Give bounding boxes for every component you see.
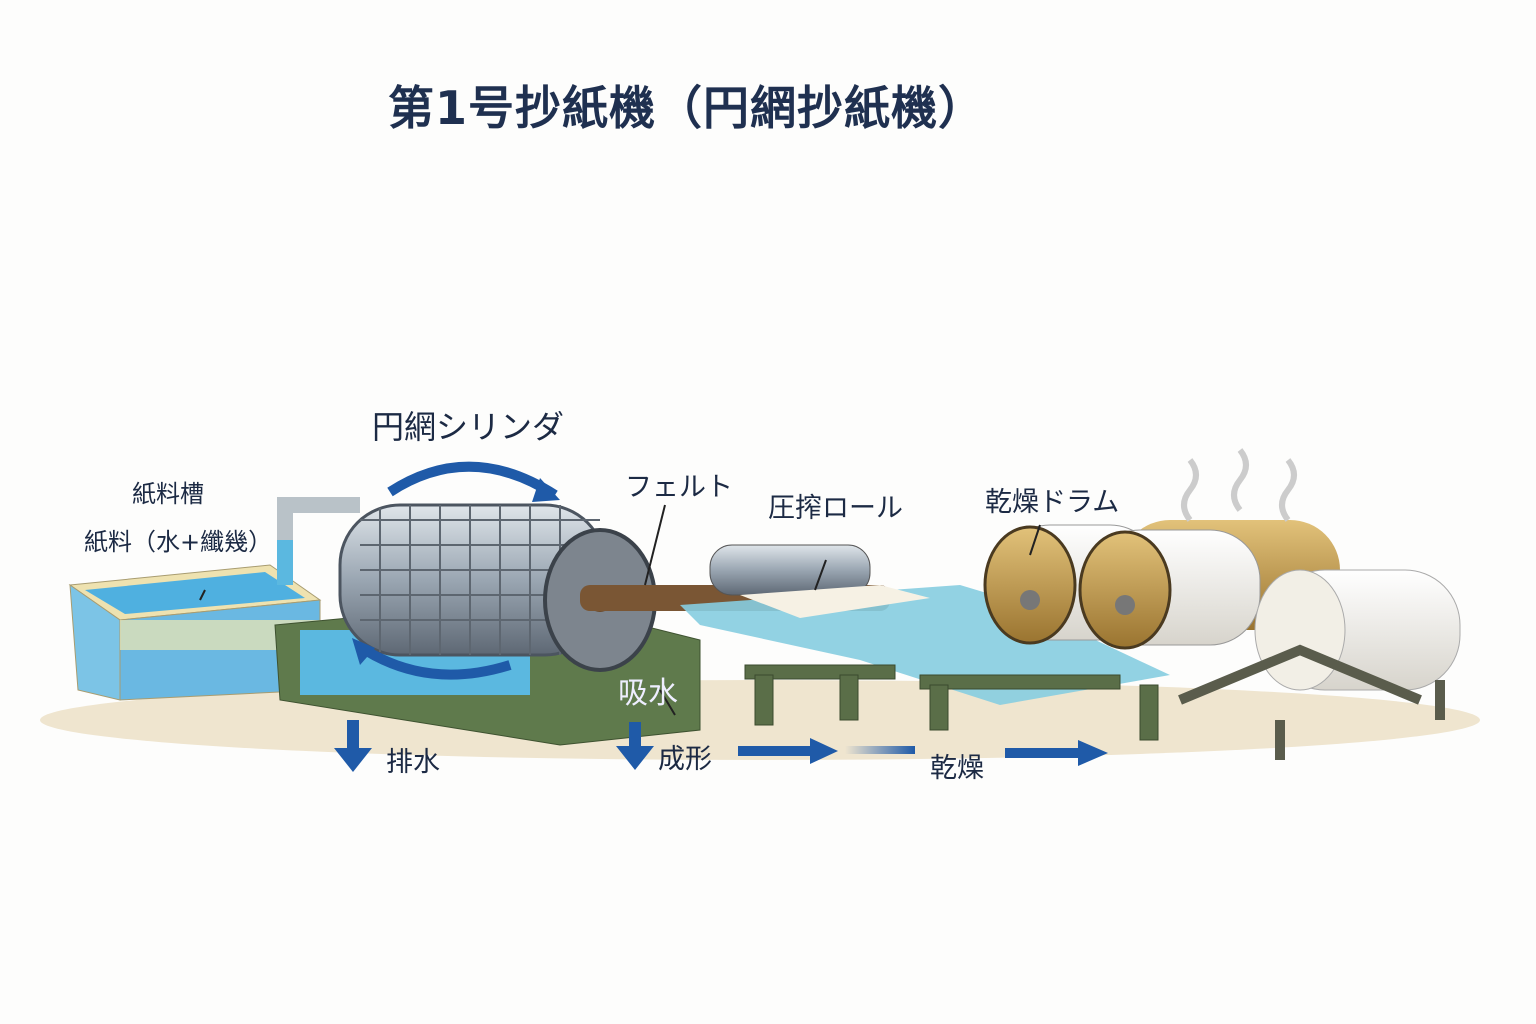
label-press-roll: 圧搾ロール <box>768 493 903 524</box>
paper-reel <box>1178 569 1461 760</box>
steam <box>1181 448 1297 522</box>
flow-fade <box>845 746 915 754</box>
wet-sheet <box>740 585 930 618</box>
rotation-arrow-top <box>387 461 558 500</box>
label-dryer-drum: 乾燥ドラム <box>985 487 1120 518</box>
flow-arrow-2 <box>1005 740 1108 766</box>
flow-arrow-1 <box>738 738 838 764</box>
leader-lines <box>199 504 1041 716</box>
down-arrow-forming <box>616 722 654 770</box>
label-drain: 排水 <box>386 747 440 778</box>
label-drying: 乾燥 <box>930 753 984 784</box>
down-arrow-drain <box>334 720 372 772</box>
stock-tank <box>68 564 322 701</box>
page-title: 第1号抄紙機（円網抄紙機） <box>388 81 986 135</box>
label-stock-tank: 紙料槽 <box>132 480 204 508</box>
label-absorb: 吸水 <box>618 676 678 711</box>
label-forming: 成形 <box>658 744 712 775</box>
label-cylinder: 円網シリンダ <box>372 408 565 446</box>
label-felt: フェルト <box>625 472 733 503</box>
rotation-arrow-bottom <box>362 645 512 680</box>
label-stock-content: 紙料（水+纖幾） <box>84 528 273 556</box>
dryer-drums <box>983 520 1340 650</box>
